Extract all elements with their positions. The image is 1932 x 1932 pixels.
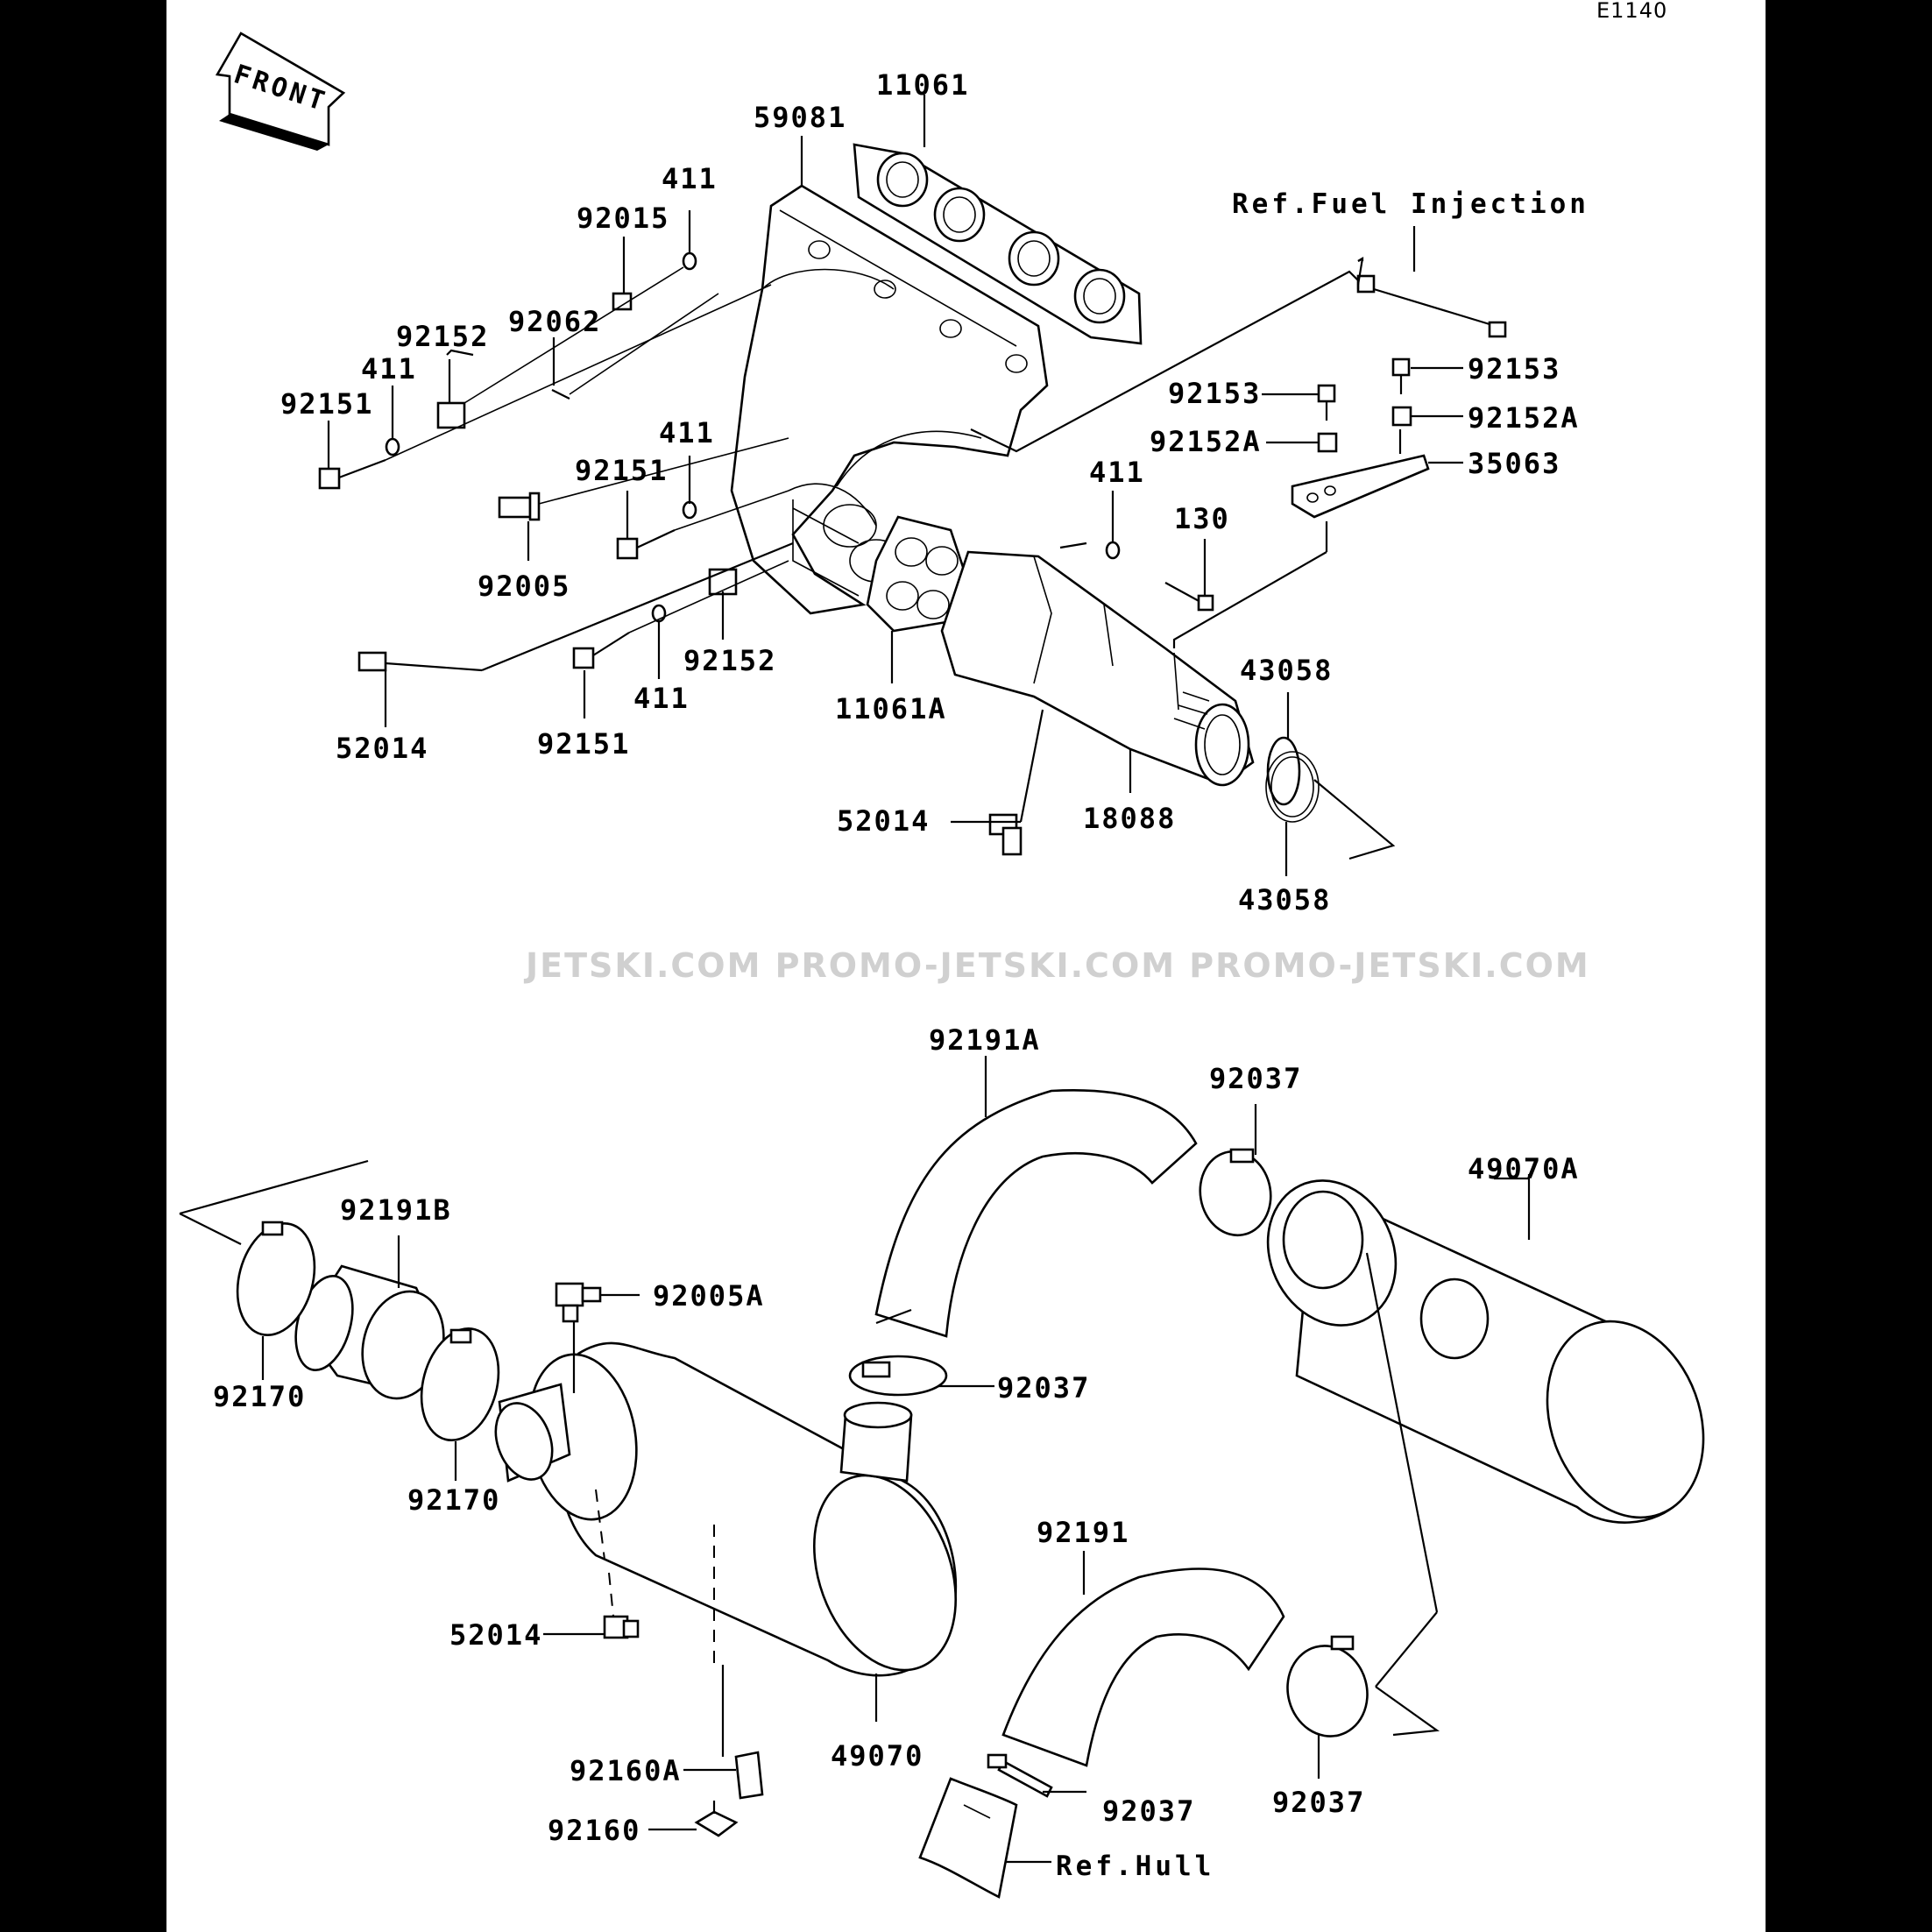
bolt-92151-c [572,632,630,669]
bolt-92153-left [1317,384,1336,421]
washer-411-e [1105,541,1121,560]
label-411-a: 411 [662,162,718,195]
lower-part-labels: 92191A 92037 49070A 92191B 92170 92170 9… [213,1023,1580,1882]
label-92005: 92005 [478,570,570,603]
label-92152-a: 92152 [396,320,489,353]
manifold-gasket-11061 [853,143,1143,345]
washer-411-c [682,500,697,520]
exhaust-pipe-18088 [940,550,1255,787]
watermark-text: JETSKI.COM PROMO-JETSKI.COM PROMO-JETSKI… [523,946,1590,985]
label-49070A: 49070A [1468,1152,1580,1185]
label-18088: 18088 [1083,802,1176,835]
clamp-92037-middle [848,1355,948,1397]
label-52014-c: 52014 [449,1618,542,1652]
label-59081: 59081 [754,101,846,134]
label-35063: 35063 [1468,447,1560,480]
label-52014-a: 52014 [336,732,428,765]
label-92152A-b: 92152A [1468,401,1580,435]
lower-leader-lines [179,1056,1531,1864]
hull-outlet-ref [918,1777,1018,1899]
pad-92160A [734,1751,764,1800]
label-92152A-a: 92152A [1150,425,1262,458]
fitting-52014-middle [988,813,1023,856]
collar-92152-upper [436,401,466,429]
label-92062: 92062 [508,305,601,338]
label-92037-c: 92037 [1102,1794,1195,1828]
label-92005A: 92005A [653,1279,765,1313]
clamp-92170-left [236,1221,316,1337]
label-92170-b: 92170 [407,1483,500,1517]
fitting-92005A [555,1282,602,1323]
front-arrow-icon: FRONT [215,31,346,151]
bolt-92151-a [318,458,386,490]
label-43058-a: 43058 [1240,654,1333,687]
label-11061A: 11061A [835,692,947,725]
label-11061: 11061 [876,68,969,102]
hose-92191A [874,1089,1198,1338]
fitting-52014-lower [603,1615,640,1639]
label-92160: 92160 [548,1814,640,1847]
label-92153-b: 92153 [1468,352,1560,386]
clamp-92037-bottom [987,1753,1053,1798]
collar-92152A-right [1391,406,1412,427]
hose-92191 [1001,1568,1285,1767]
label-92151-a: 92151 [280,387,373,421]
clamp-92037-right [1286,1635,1369,1737]
bolt-92153-right [1391,357,1411,394]
label-92191B: 92191B [340,1193,452,1227]
gasket-11061A [866,515,970,633]
ref-hull: Ref.Hull [1056,1851,1214,1882]
stud-92062 [551,389,570,400]
label-92015: 92015 [577,202,669,235]
diagram-code: E1140 [1596,0,1667,23]
label-92152-b: 92152 [683,644,776,677]
o-rings-43058 [1265,736,1320,823]
fitting-92005 [498,492,541,521]
collar-92152A-left [1317,432,1338,453]
bolt-130 [1164,582,1214,612]
label-92037-d: 92037 [1272,1786,1365,1819]
label-411-e: 411 [1089,456,1145,489]
label-411-d: 411 [633,682,690,715]
pad-92160 [694,1810,739,1837]
washer-411-a [682,251,697,271]
clamp-92170-right [420,1327,500,1442]
clamp-92037-top [1199,1148,1272,1237]
ref-fuel-injection: Ref.Fuel Injection [1232,188,1589,220]
exhaust-manifold-59081 [730,184,1049,615]
label-411-b: 411 [361,352,417,386]
label-92151-c: 92151 [537,727,630,761]
bracket-35063 [1291,454,1430,519]
label-52014-b: 52014 [837,804,930,838]
label-92160A: 92160A [570,1754,682,1787]
upper-leader-lines [327,95,1463,876]
label-49070: 49070 [831,1739,924,1773]
bolt-92151-b [616,529,676,560]
label-92037-a: 92037 [1209,1062,1302,1095]
label-92037-b: 92037 [997,1371,1090,1405]
label-92170-a: 92170 [213,1380,306,1413]
upper-part-labels: 11061 59081 411 92015 92152 92062 411 92… [280,68,1589,916]
label-92191A: 92191A [929,1023,1041,1057]
sensor-fuel-injection [1356,274,1507,338]
label-92151-b: 92151 [575,454,668,487]
label-411-c: 411 [659,416,715,449]
washer-411-b [385,437,400,456]
label-43058-b: 43058 [1238,883,1331,916]
label-92191: 92191 [1037,1516,1129,1549]
fitting-52014-upper [357,651,387,672]
label-92153-a: 92153 [1168,377,1261,410]
label-130: 130 [1174,502,1230,535]
muffler-49070A [1266,1179,1705,1524]
nut-92015 [612,292,633,311]
muffler-49070 [494,1341,958,1677]
